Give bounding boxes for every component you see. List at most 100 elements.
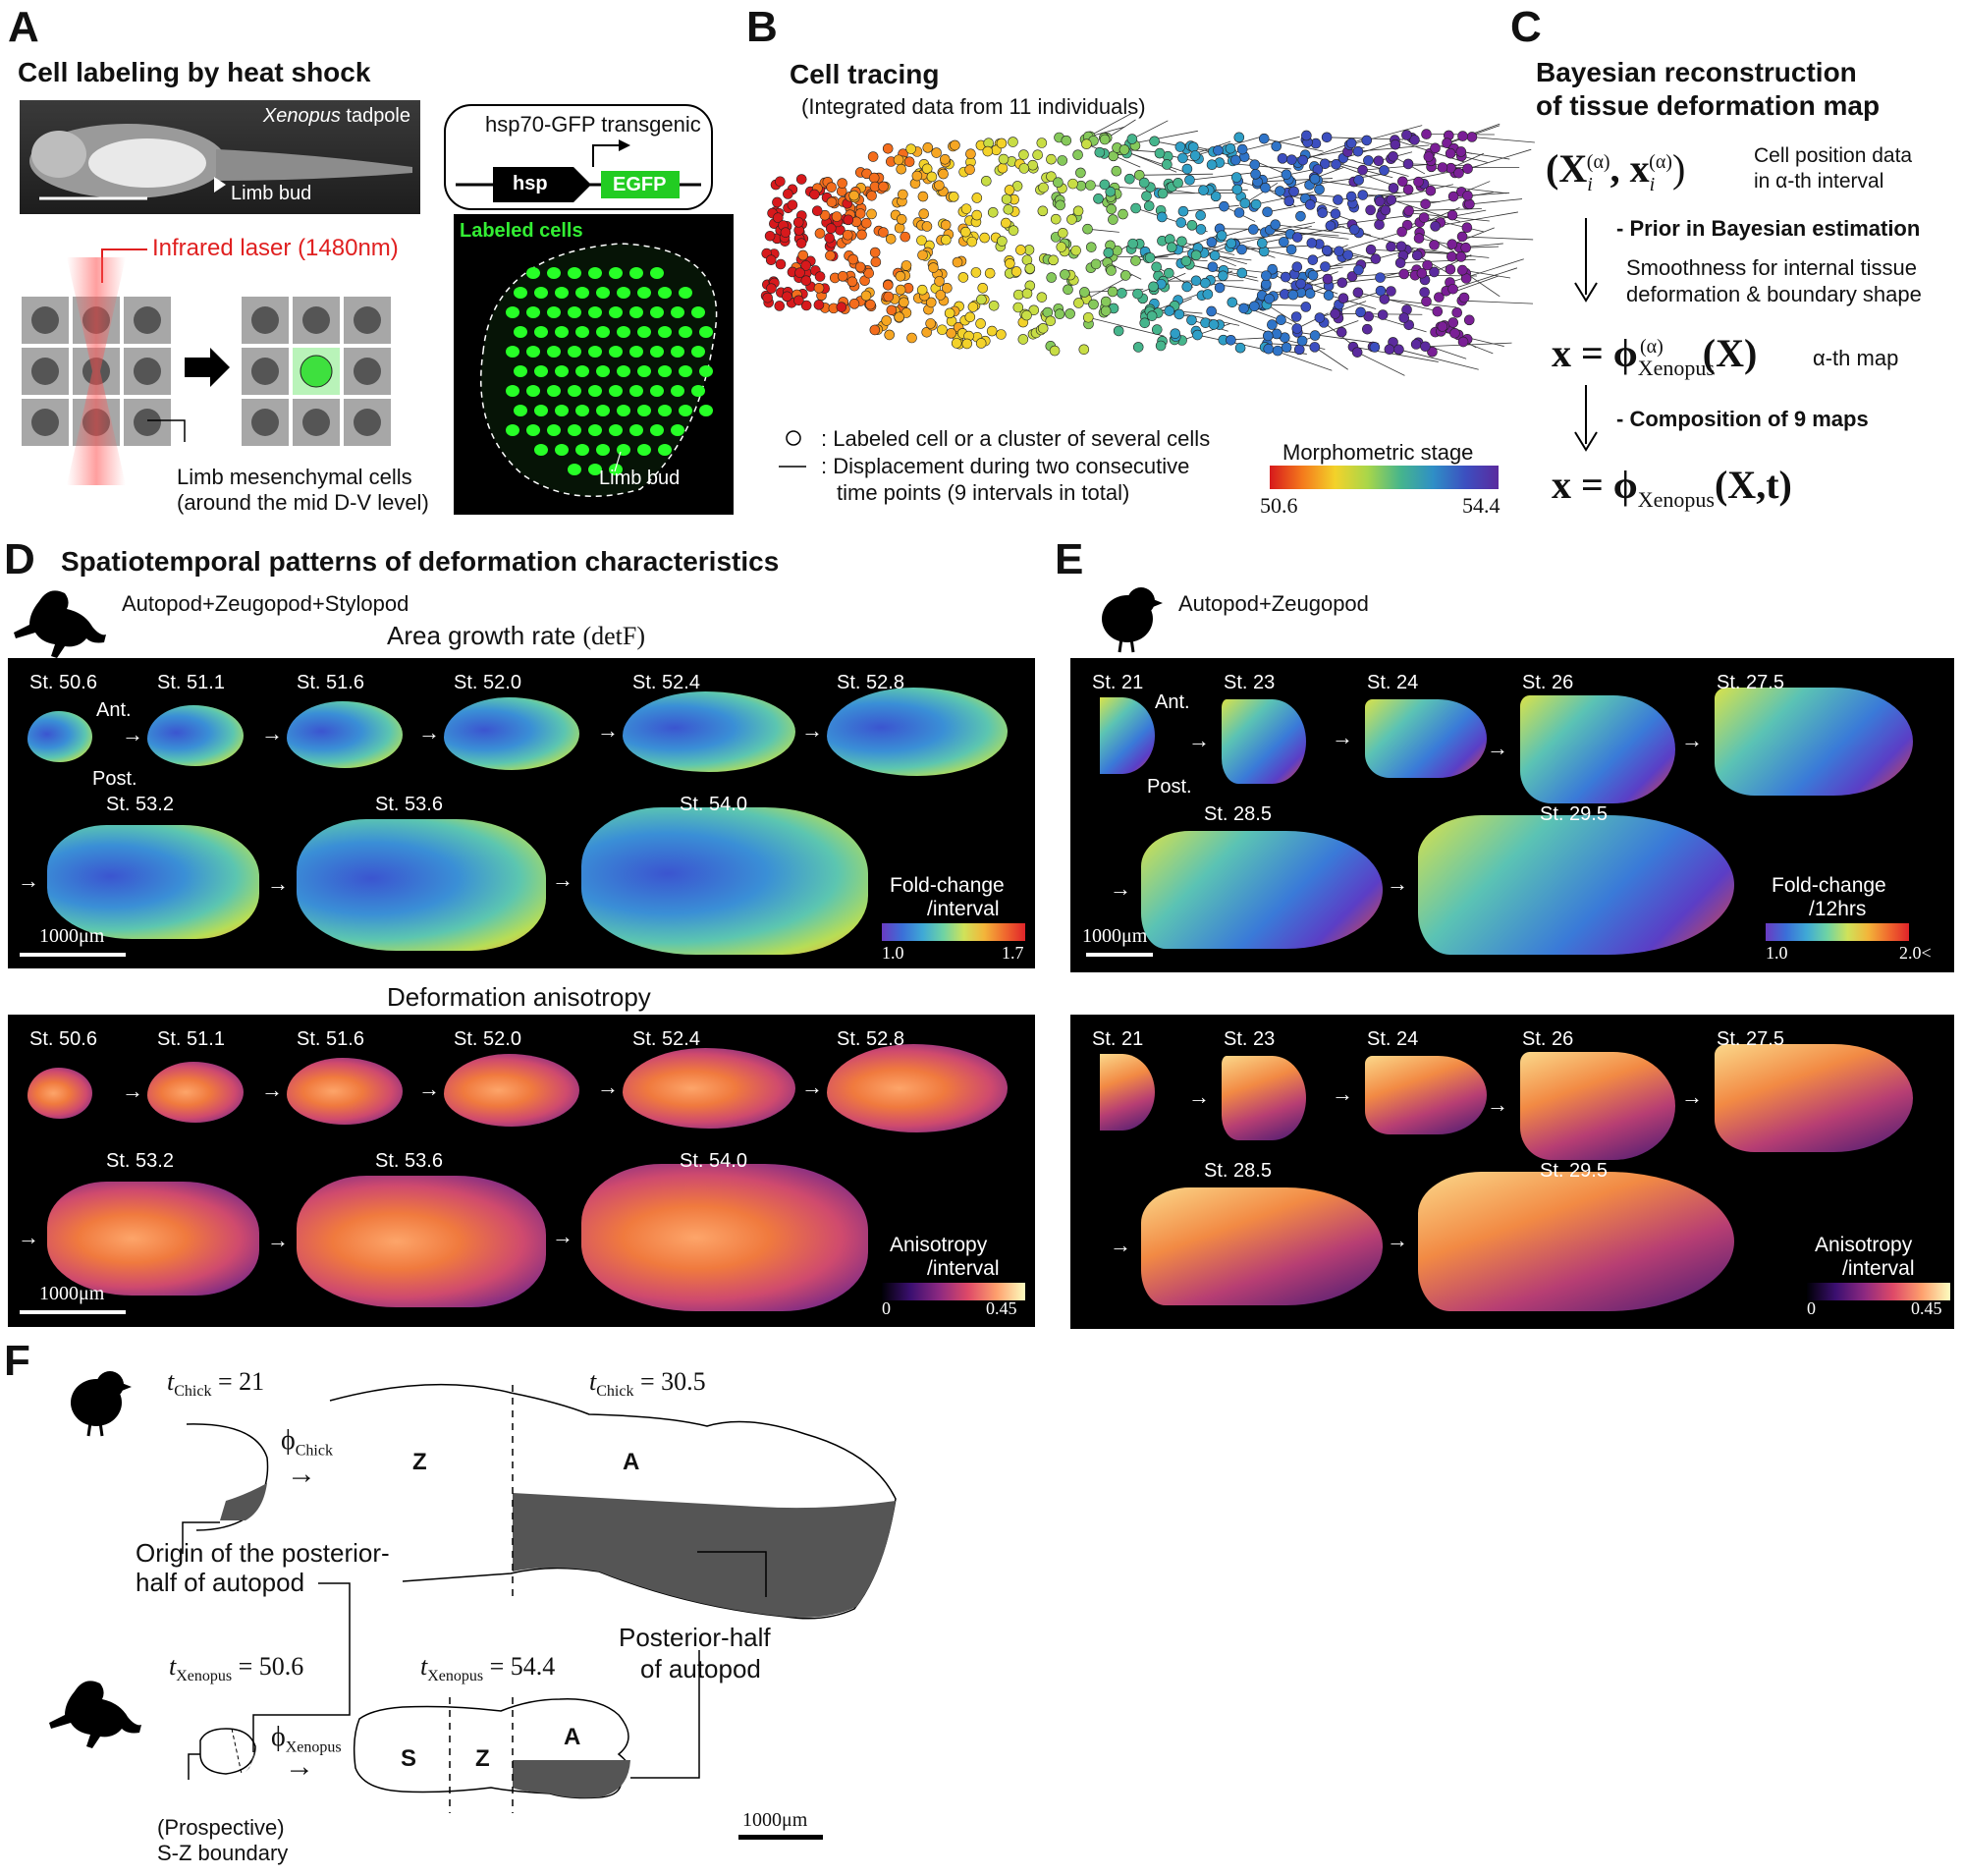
xenopus-growth-stage-label: St. 51.1 [157, 672, 225, 694]
traced-cell [1346, 138, 1356, 148]
gfp-cell [568, 267, 581, 279]
gfp-cell [679, 287, 692, 299]
traced-cell [1389, 151, 1398, 161]
traced-cell [1167, 243, 1176, 252]
gfp-cell [617, 444, 630, 456]
traced-cell [1446, 264, 1455, 274]
traced-cell [1464, 199, 1474, 209]
traced-cell [997, 138, 1007, 148]
traced-cell [1049, 255, 1059, 265]
xenopus-zone-z: Z [475, 1746, 490, 1772]
traced-cell [1120, 270, 1130, 280]
traced-cell [1422, 297, 1432, 306]
gfp-cell [679, 405, 692, 416]
gfp-cell [547, 385, 561, 397]
gfp-cell [534, 405, 548, 416]
phi-xenopus-arrow-icon: → [285, 1754, 314, 1780]
xenopus-growth-stage-label: St. 52.8 [837, 672, 904, 694]
posterior-label: Post. [92, 768, 137, 791]
chick-aniso-stage-label: St. 29.5 [1540, 1160, 1608, 1183]
traced-cell [1203, 290, 1213, 300]
traced-cell [1448, 284, 1458, 294]
traced-cell [1073, 150, 1083, 160]
traced-cell [1452, 307, 1462, 317]
traced-cell [1458, 337, 1468, 347]
posterior-label-1: Posterior-half [619, 1625, 771, 1650]
chick-growth-map [1141, 831, 1383, 949]
traced-cell [945, 308, 955, 318]
chick-zone-z: Z [412, 1450, 427, 1475]
traced-cell [1199, 186, 1209, 195]
traced-cell [1037, 138, 1047, 148]
traced-cell [1376, 286, 1386, 296]
traced-cell [1150, 137, 1160, 146]
stage-arrow-icon: → [597, 1075, 619, 1100]
traced-cell [870, 248, 880, 257]
chick-growth-map [1418, 815, 1734, 955]
morphometric-colorbar-min: 50.6 [1260, 493, 1298, 519]
gfp-cell [555, 326, 569, 338]
limb-bud-label: Limb bud [231, 183, 311, 205]
limb-bud-label-2: Limb bud [599, 468, 680, 490]
traced-cell [1101, 306, 1111, 316]
traced-cell [1279, 237, 1288, 247]
gfp-cell [534, 326, 548, 338]
mesenchymal-label-1: Limb mesenchymal cells [177, 465, 412, 490]
stage-arrow-icon: → [18, 1225, 39, 1250]
traced-cell [869, 173, 879, 183]
stage-arrow-icon: → [1387, 1228, 1408, 1253]
gfp-cell [596, 444, 610, 456]
traced-cell [997, 237, 1007, 247]
traced-cell [1349, 225, 1359, 235]
gfp-cell [575, 326, 589, 338]
traced-cell [1230, 155, 1240, 165]
traced-cell [1058, 228, 1067, 238]
traced-cell [950, 140, 959, 150]
panel-e-subtitle: Autopod+Zeugopod [1178, 591, 1369, 617]
traced-cell [1133, 342, 1143, 352]
traced-cell [766, 255, 776, 265]
traced-cell [832, 212, 842, 222]
traced-cell [1310, 331, 1320, 341]
traced-cell [1282, 343, 1291, 353]
xenopus-growth-map [444, 697, 579, 770]
traced-cell [1083, 224, 1093, 234]
gfp-cell [617, 287, 630, 299]
traced-cell [1272, 329, 1282, 339]
traced-cell [883, 143, 893, 153]
traced-cell [978, 283, 988, 293]
traced-cell [1062, 136, 1071, 145]
traced-cell [1095, 147, 1105, 157]
traced-cell [1301, 302, 1311, 311]
traced-cell [1181, 256, 1191, 266]
traced-cell [838, 179, 847, 189]
traced-cell [1393, 345, 1403, 355]
traced-cell [1308, 255, 1318, 265]
traced-cell [1188, 142, 1198, 152]
xenopus-growth-map [147, 705, 244, 766]
morphometric-colorbar [1270, 466, 1499, 489]
traced-cell [1186, 315, 1196, 325]
traced-cell [782, 292, 791, 302]
traced-cell [928, 263, 938, 273]
traced-cell [981, 176, 991, 186]
chick-growth-stage-label: St. 26 [1522, 672, 1573, 694]
traced-cell [895, 312, 904, 322]
traced-cell [1411, 339, 1421, 349]
traced-cell [1446, 148, 1455, 158]
traced-cell [1358, 165, 1368, 175]
down-arrow-icon-2 [1571, 385, 1601, 454]
gfp-cell [596, 326, 610, 338]
traced-cell [917, 285, 927, 295]
traced-cell [883, 280, 893, 290]
traced-cell [1363, 155, 1373, 165]
traced-cell [1457, 265, 1467, 275]
e-growth-scalebar [1086, 953, 1153, 957]
gfp-cell [679, 326, 692, 338]
traced-cell [1191, 250, 1201, 260]
xenopus-growth-map [581, 807, 868, 955]
traced-cell [775, 301, 785, 310]
panel-c-title-1: Bayesian reconstruction [1536, 57, 1857, 88]
traced-cell [1107, 204, 1117, 214]
traced-cell [855, 262, 865, 272]
